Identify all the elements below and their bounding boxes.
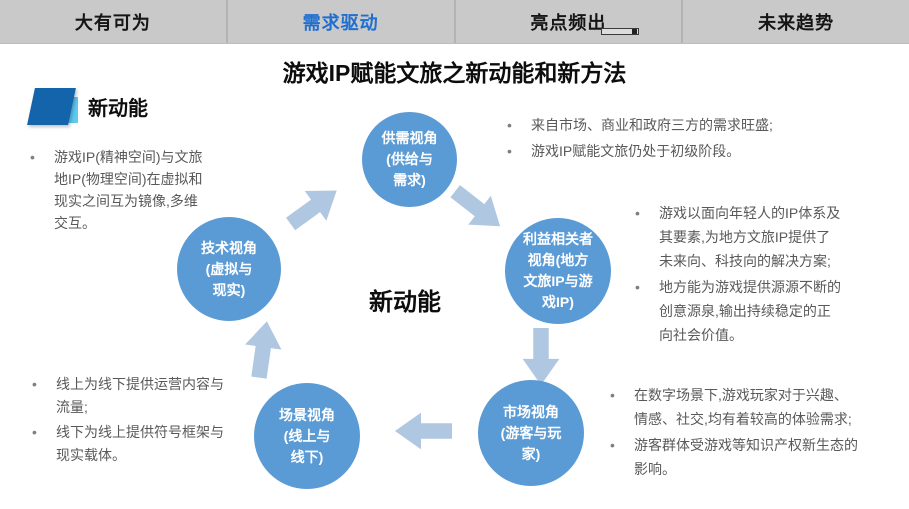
arrow-supply-to-stakeholders-icon <box>450 185 501 227</box>
circle-technology: 技术视角(虚拟与现实) <box>177 217 281 321</box>
list-item: 来自市场、商业和政府三方的需求旺盛; <box>507 113 773 137</box>
arrow-scene-to-tech-icon <box>245 321 282 379</box>
note-right-top: 来自市场、商业和政府三方的需求旺盛; 游戏IP赋能文旅仍处于初级阶段。 <box>507 113 773 165</box>
arrow-market-to-scene-icon <box>394 412 452 450</box>
bullet-icon <box>30 146 54 234</box>
bullet-icon <box>507 113 531 137</box>
dark-parallelogram-icon <box>27 88 76 125</box>
bullet-icon <box>610 383 634 431</box>
page-title: 游戏IP赋能文旅之新动能和新方法 <box>282 60 627 86</box>
bullet-icon <box>635 275 659 347</box>
list-item: 游戏IP赋能文旅仍处于初级阶段。 <box>507 139 773 163</box>
circle-supply-demand: 供需视角(供给与需求) <box>362 112 457 207</box>
list-item: 在数字场景下,游戏玩家对于兴趣、情感、社交,均有着较高的体验需求; <box>610 383 858 431</box>
scrollbar-thumb-icon[interactable] <box>632 29 637 34</box>
nav-tab-demand-driven[interactable]: 需求驱动 <box>225 0 454 43</box>
top-nav: 大有可为 需求驱动 亮点频出 未来趋势 <box>0 0 909 44</box>
nav-tab-highlights[interactable]: 亮点频出 <box>453 0 682 43</box>
nav-tab-great-potential[interactable]: 大有可为 <box>74 12 151 33</box>
arrow-tech-to-supply-icon <box>285 190 337 231</box>
bullet-icon <box>610 433 634 481</box>
circle-market: 市场视角(游客与玩家) <box>478 380 584 486</box>
circle-stakeholders: 利益相关者视角(地方文旅IP与游戏IP) <box>505 218 611 324</box>
diagram-center-label: 新动能 <box>369 289 441 316</box>
section-heading: 新动能 <box>88 98 148 120</box>
list-item: 游戏以面向年轻人的IP体系及其要素,为地方文旅IP提供了未来向、科技向的解决方案… <box>635 201 841 273</box>
note-right-bottom: 在数字场景下,游戏玩家对于兴趣、情感、社交,均有着较高的体验需求; 游客群体受游… <box>610 383 858 483</box>
bullet-icon <box>507 139 531 163</box>
bullet-icon <box>32 421 56 467</box>
note-right-middle: 游戏以面向年轻人的IP体系及其要素,为地方文旅IP提供了未来向、科技向的解决方案… <box>635 201 841 349</box>
horizontal-scrollbar-artifact[interactable] <box>601 28 639 35</box>
section-marker-icon <box>27 87 80 127</box>
arrow-stakeholders-to-market-icon <box>522 328 560 386</box>
bullet-icon <box>32 373 56 419</box>
bullet-icon <box>635 201 659 273</box>
nav-tab-future-trends[interactable]: 未来趋势 <box>681 0 909 43</box>
circle-scene: 场景视角(线上与线下) <box>254 383 360 489</box>
